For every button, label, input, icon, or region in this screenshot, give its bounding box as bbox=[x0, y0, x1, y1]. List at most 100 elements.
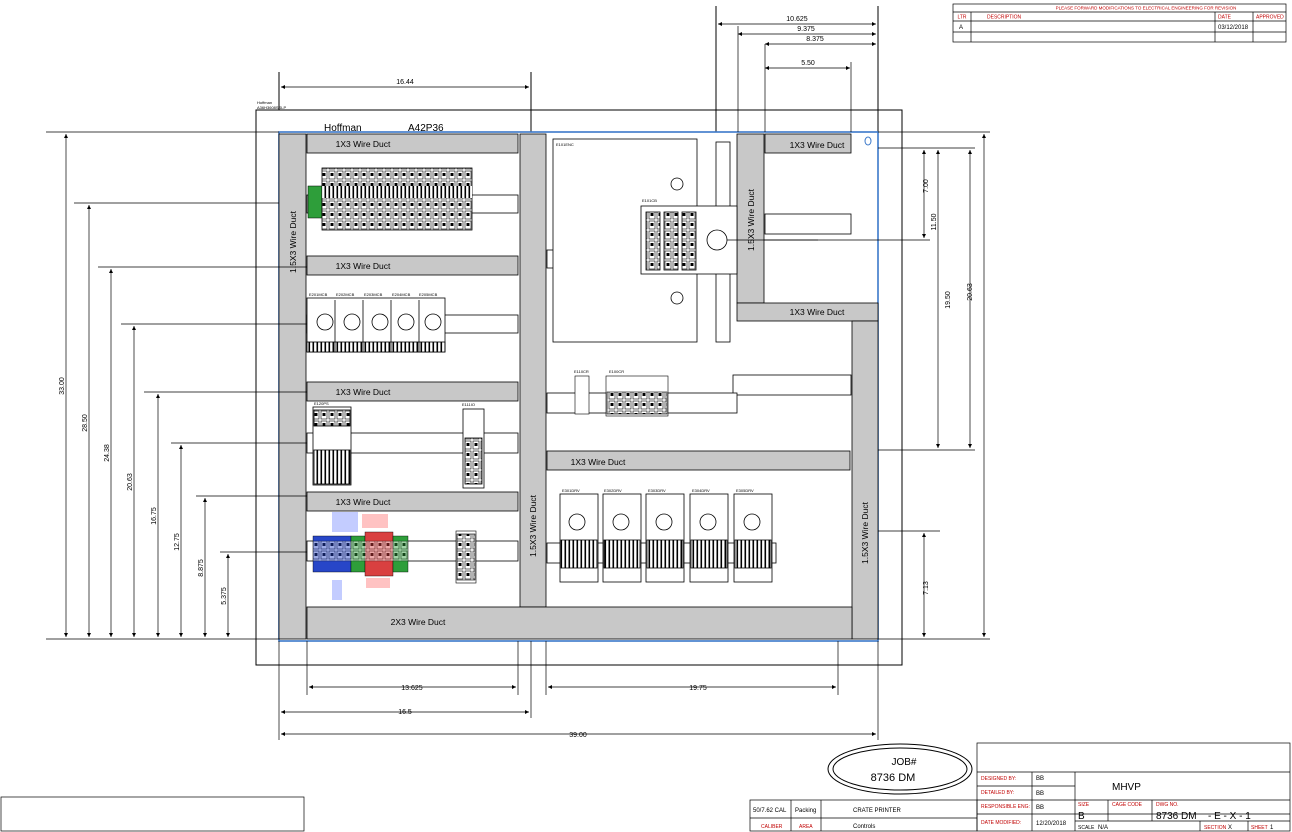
title-block bbox=[749, 742, 1291, 832]
dwg-no-label: DWG NO. bbox=[1156, 802, 1179, 808]
drive-tag-3: E303DRV bbox=[648, 488, 666, 493]
responsible-value: BB bbox=[1036, 805, 1044, 811]
enclosure-model: A42P36 bbox=[408, 123, 444, 134]
dim-bottom-4: 39.00 bbox=[569, 732, 587, 739]
sheet-value: 1 bbox=[1270, 825, 1274, 831]
dim-left-8: 5.375 bbox=[221, 587, 228, 605]
corner-note-1: Hoffman bbox=[257, 100, 272, 105]
breaker-tag-3: E203MCB bbox=[364, 292, 383, 297]
section-label: SECTION bbox=[1204, 825, 1227, 831]
rev-row-ltr: A bbox=[959, 25, 963, 31]
duct-right-mid bbox=[736, 302, 879, 322]
dim-top-2: 9.375 bbox=[797, 26, 815, 33]
caliber-label: CALIBER bbox=[761, 824, 783, 830]
dim-top-5: 16.44 bbox=[396, 79, 414, 86]
section-value: X bbox=[1228, 825, 1232, 831]
dim-left-6: 12.75 bbox=[174, 533, 181, 551]
drive-tag-4: E304DRV bbox=[692, 488, 710, 493]
dim-bottom-3: 16.5 bbox=[398, 709, 412, 716]
dwg-no-suffix: - E - X - 1 bbox=[1208, 811, 1251, 822]
revision-block bbox=[952, 3, 1287, 43]
dim-right-3: 19.50 bbox=[945, 291, 952, 309]
duct-label-left-3: 1X3 Wire Duct bbox=[336, 387, 391, 397]
dim-left-1: 33.00 bbox=[59, 377, 66, 395]
area-value: Packing bbox=[795, 808, 816, 814]
duct-left-vertical bbox=[278, 133, 307, 640]
bottom-dimensions bbox=[278, 641, 879, 740]
rev-col-date: DATE bbox=[1218, 15, 1232, 21]
duct-center-mid bbox=[546, 450, 851, 471]
upper-enclosure bbox=[552, 138, 738, 343]
duct-label-center-mid: 1X3 Wire Duct bbox=[571, 457, 626, 467]
io-module bbox=[462, 408, 485, 489]
dim-right-1: 7.00 bbox=[923, 179, 930, 193]
breaker-tag-2: E202MCB bbox=[336, 292, 355, 297]
drive-tag-2: E302DRV bbox=[604, 488, 622, 493]
duct-left-4 bbox=[306, 491, 519, 512]
job-label: JOB# bbox=[891, 757, 916, 768]
duct-label-top-left: 1X3 Wire Duct bbox=[336, 139, 391, 149]
drive-tag-5: E305DRV bbox=[736, 488, 754, 493]
dim-bottom-2: 19.75 bbox=[689, 685, 707, 692]
scale-label: SCALE bbox=[1078, 825, 1095, 831]
scale-value: N/A bbox=[1098, 825, 1108, 831]
breaker-row bbox=[306, 297, 446, 353]
designed-by-label: DESIGNED BY: bbox=[981, 776, 1016, 782]
date-modified-value: 12/20/2018 bbox=[1036, 821, 1067, 827]
right-dimensions bbox=[764, 131, 990, 640]
size-value: B bbox=[1078, 811, 1085, 822]
job-number: 8736 DM bbox=[871, 772, 916, 784]
relay-small-left bbox=[455, 530, 477, 584]
breaker-tag-1: E201MCB bbox=[309, 292, 328, 297]
detailed-by-label: DETAILED BY: bbox=[981, 790, 1014, 796]
detailed-by-value: BB bbox=[1036, 791, 1044, 797]
left-dimensions bbox=[46, 131, 307, 640]
upper-enclosure-tag: E101ENC bbox=[556, 142, 574, 147]
rev-col-approved: APPROVED bbox=[1256, 15, 1284, 21]
duct-label-right-mid: 1X3 Wire Duct bbox=[790, 307, 845, 317]
duct-label-bottom: 2X3 Wire Duct bbox=[391, 617, 446, 627]
designed-by-value: BB bbox=[1036, 776, 1044, 782]
date-modified-label: DATE MODIFIED: bbox=[981, 820, 1021, 826]
duct-label-left-vertical: 1.5X3 Wire Duct bbox=[288, 210, 298, 273]
size-label: SIZE bbox=[1078, 802, 1090, 808]
breaker-tag-4: E204MCB bbox=[392, 292, 411, 297]
notes-box bbox=[0, 796, 305, 832]
relay-left-tag: E110CR bbox=[574, 369, 589, 374]
system-line-1: CRATE PRINTER bbox=[853, 808, 902, 814]
rev-col-ltr: LTR bbox=[957, 15, 966, 21]
duct-left-2 bbox=[306, 255, 519, 276]
duct-label-left-4: 1X3 Wire Duct bbox=[336, 497, 391, 507]
dim-right-4: 20.63 bbox=[967, 283, 974, 301]
top-dimensions bbox=[281, 21, 876, 132]
drive-row bbox=[559, 493, 773, 583]
dim-left-5: 16.75 bbox=[151, 507, 158, 525]
duct-right-lower-vertical bbox=[851, 320, 879, 640]
subpanel-frame bbox=[255, 6, 903, 666]
duct-center-vertical bbox=[519, 133, 547, 608]
duct-top-right bbox=[764, 133, 852, 154]
duct-left-3 bbox=[306, 381, 519, 402]
io-module-tag: E111IO bbox=[462, 402, 475, 407]
disconnect-tag: E101CB bbox=[642, 198, 657, 203]
sheet-label: SHEET bbox=[1251, 825, 1268, 831]
power-supply bbox=[312, 406, 352, 486]
cage-code-label: CAGE CODE bbox=[1112, 802, 1143, 808]
duct-top-left bbox=[306, 133, 519, 154]
dim-left-4: 20.63 bbox=[127, 473, 134, 491]
dim-top-1: 10.625 bbox=[786, 16, 808, 23]
dim-left-3: 24.38 bbox=[104, 444, 111, 462]
duct-label-center-vertical: 1.5X3 Wire Duct bbox=[528, 494, 538, 557]
dim-right-5: 7.13 bbox=[923, 581, 930, 595]
caliber-value: 50/7.62 CAL bbox=[753, 808, 787, 814]
dim-top-4: 5.50 bbox=[801, 60, 815, 67]
dim-left-2: 28.50 bbox=[82, 414, 89, 432]
power-supply-tag: E120PS bbox=[314, 401, 329, 406]
rev-col-description: DESCRIPTION bbox=[987, 15, 1022, 21]
duct-label-left-2: 1X3 Wire Duct bbox=[336, 261, 391, 271]
wire-ducts bbox=[278, 133, 879, 640]
drawing-title: MHVP bbox=[1112, 782, 1141, 793]
relay-group-tag: E100CR bbox=[609, 369, 624, 374]
area-label: AREA bbox=[799, 824, 813, 830]
